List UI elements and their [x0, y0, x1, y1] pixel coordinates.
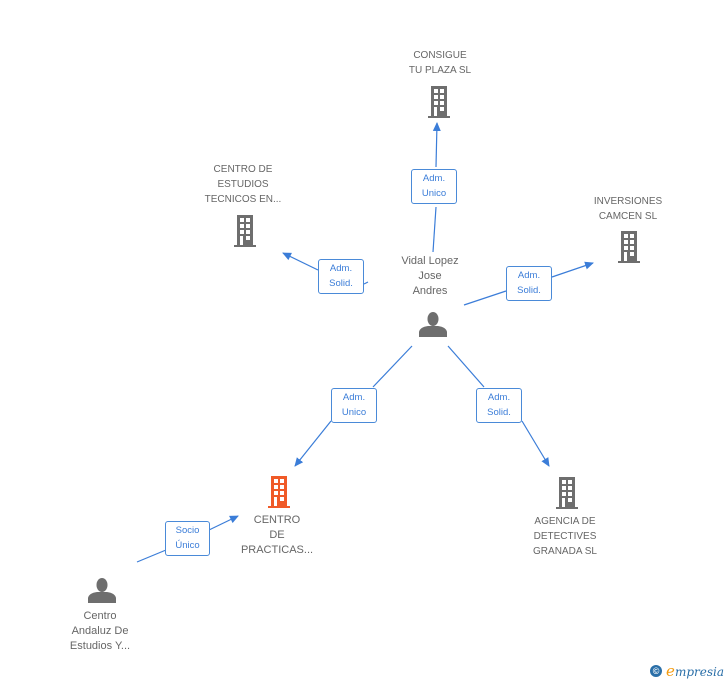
edge-arrow-centro_practicas [294, 420, 332, 467]
person-icon-centro-andaluz[interactable] [88, 578, 116, 603]
edge-label-centro-andaluz: Socio Único [165, 521, 210, 556]
edge-line-consigue [432, 206, 437, 253]
edge-arrow-centro_practicas [208, 515, 239, 531]
edge-arrow-consigue [432, 122, 441, 168]
edge-arrow-agencia [521, 420, 550, 467]
node-label-centro-practicas[interactable]: CENTRO DE PRACTICAS... [240, 514, 314, 556]
node-label-consigue[interactable]: CONSIGUE TU PLAZA SL [408, 50, 472, 76]
edge-arrow-inversiones [551, 261, 594, 278]
edge-label-centro-estudios: Adm. Solid. [318, 259, 364, 294]
edge-arrow-centro_estudios [282, 252, 319, 271]
edge-label-inversiones: Adm. Solid. [506, 266, 552, 301]
building-icon-inversiones[interactable] [618, 231, 640, 263]
building-icon-centro-practicas[interactable] [268, 476, 290, 508]
node-label-centro-andaluz[interactable]: Centro Andaluz De Estudios Y... [69, 610, 131, 652]
edge-label-consigue: Adm. Unico [411, 169, 457, 204]
node-label-inversiones[interactable]: INVERSIONES CAMCEN SL [593, 196, 663, 222]
person-icon-vidal[interactable] [419, 312, 447, 337]
edge-line-inversiones [463, 290, 507, 306]
edge-label-agencia: Adm. Solid. [476, 388, 522, 423]
brand-logo: empresia [666, 662, 724, 680]
node-label-centro-estudios[interactable]: CENTRO DE ESTUDIOS TECNICOS EN... [204, 164, 282, 205]
building-icon-centro-estudios[interactable] [234, 215, 256, 247]
edge-line-centro_practicas [372, 345, 413, 388]
node-label-vidal[interactable]: Vidal Lopez Jose Andres [401, 255, 459, 297]
edge-line-centro_practicas [136, 549, 167, 563]
building-icon-consigue[interactable] [428, 86, 450, 118]
copyright-icon: © [650, 665, 663, 677]
footer-brand[interactable]: © empresia [650, 662, 724, 680]
edge-line-agencia [447, 345, 485, 388]
building-icon-agencia[interactable] [556, 477, 578, 509]
edge-line-centro_estudios [363, 281, 369, 285]
node-label-agencia[interactable]: AGENCIA DE DETECTIVES GRANADA SL [533, 516, 597, 557]
edge-label-centro-practicas: Adm. Unico [331, 388, 377, 423]
